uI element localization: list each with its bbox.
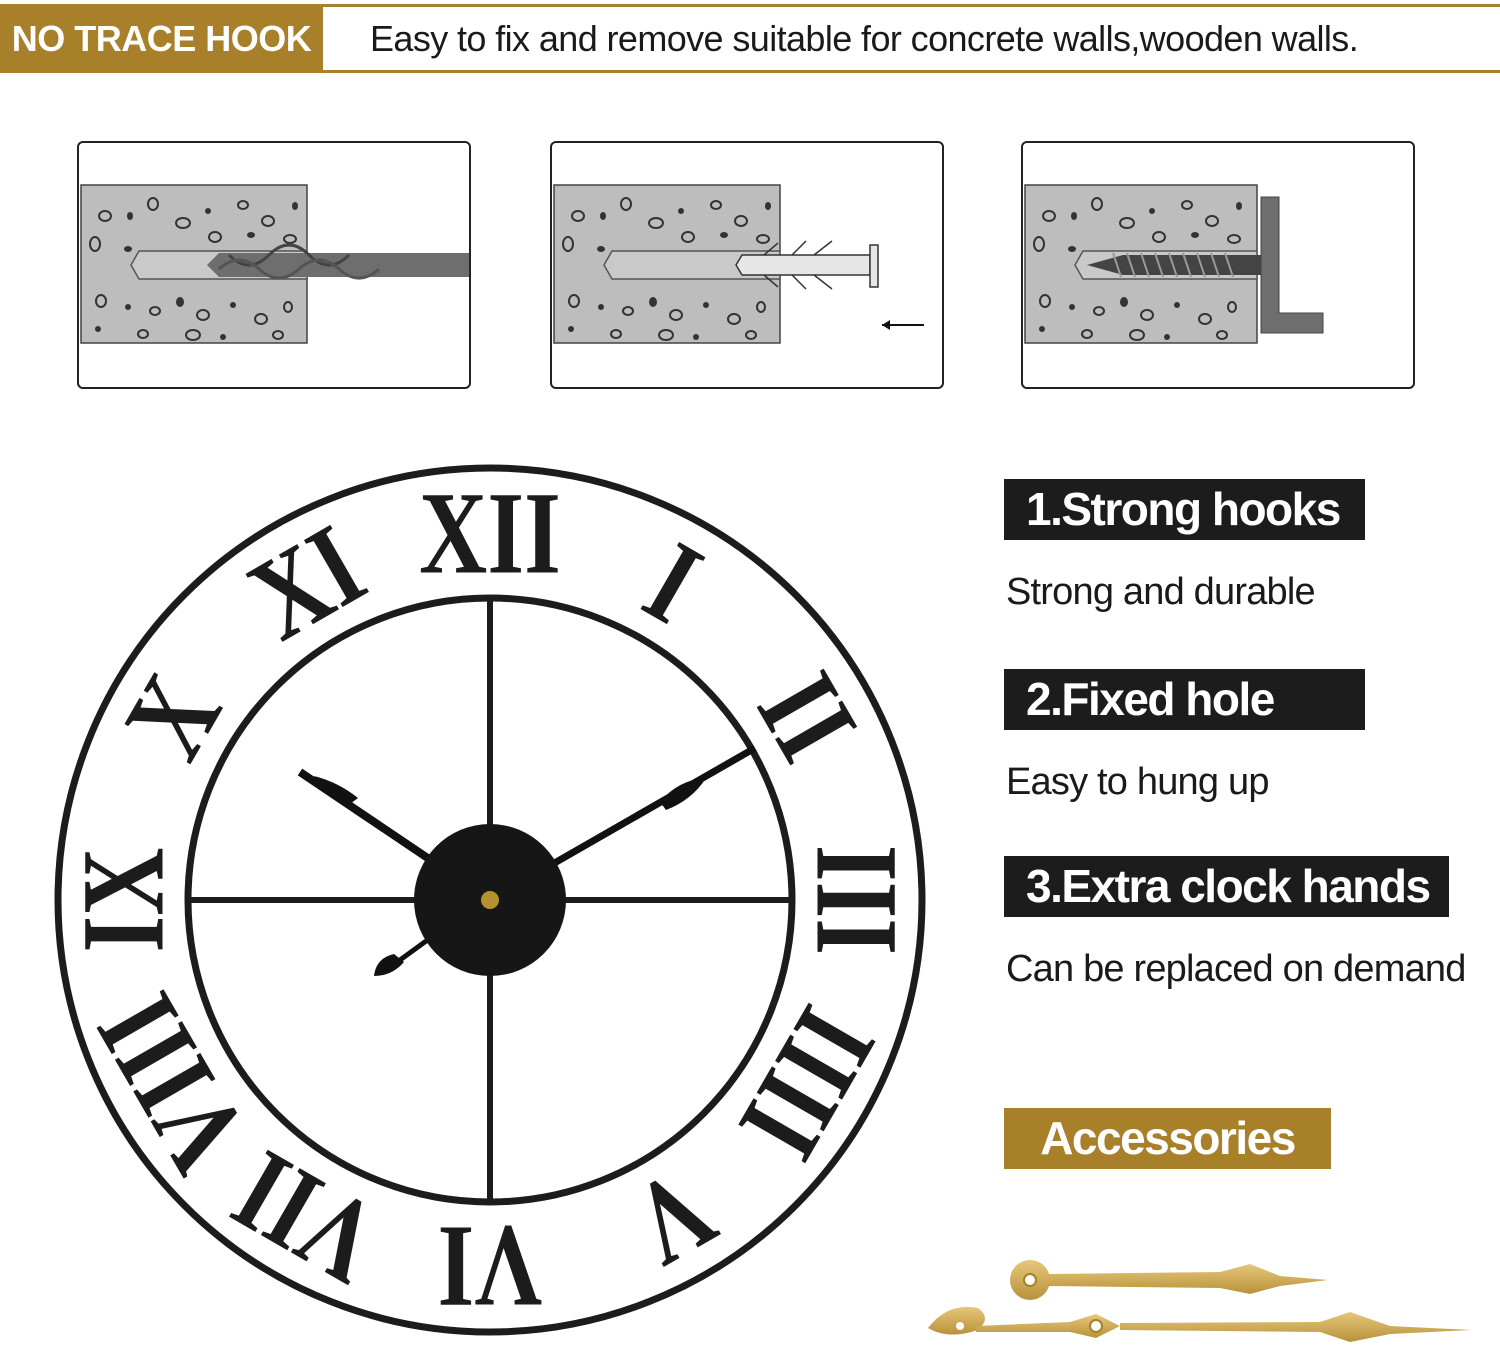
no-trace-hook-badge: NO TRACE HOOK <box>0 4 323 73</box>
spare-minute-hand <box>1010 1260 1328 1300</box>
clock-numeral: IX <box>59 848 189 953</box>
clock-numeral: I <box>625 517 722 648</box>
clock-numeral: III <box>791 845 921 955</box>
screw-hook-icon <box>1024 184 1324 344</box>
clock-numeral: IIII <box>714 987 900 1179</box>
accessories-label: Accessories <box>1004 1108 1331 1169</box>
drill-bit-icon <box>80 184 469 344</box>
feature-1-label: 1.Strong hooks <box>1004 479 1365 540</box>
feature-1-desc: Strong and durable <box>1006 571 1316 613</box>
clock-outer-ring <box>54 464 926 1336</box>
header-tagline: Easy to fix and remove suitable for conc… <box>370 18 1359 59</box>
clock-numeral: VIII <box>72 973 274 1193</box>
header-rule-top <box>323 4 1500 7</box>
header-rule-bottom <box>323 70 1500 73</box>
spare-clock-hands-icon <box>928 1260 1472 1342</box>
spare-hour-second-hand <box>928 1306 1472 1342</box>
step-panel-drill <box>77 141 471 389</box>
clock-numeral: XI <box>229 500 385 665</box>
feature-3-desc: Can be replaced on demand <box>1006 948 1466 990</box>
step-panel-anchor <box>550 141 944 389</box>
clock-center-pin <box>481 891 499 909</box>
wall-anchor-icon <box>553 184 924 344</box>
clock-numeral: XII <box>419 469 561 599</box>
feature-3-label: 3.Extra clock hands <box>1004 856 1449 917</box>
header-bar: NO TRACE HOOK Easy to fix and remove sui… <box>0 0 1500 76</box>
feature-2-desc: Easy to hung up <box>1006 761 1269 803</box>
feature-2-label: 2.Fixed hole <box>1004 669 1365 730</box>
clock-numeral: VI <box>438 1201 543 1331</box>
step-panel-screw <box>1021 141 1415 389</box>
clock-numeral: VII <box>213 1125 401 1309</box>
